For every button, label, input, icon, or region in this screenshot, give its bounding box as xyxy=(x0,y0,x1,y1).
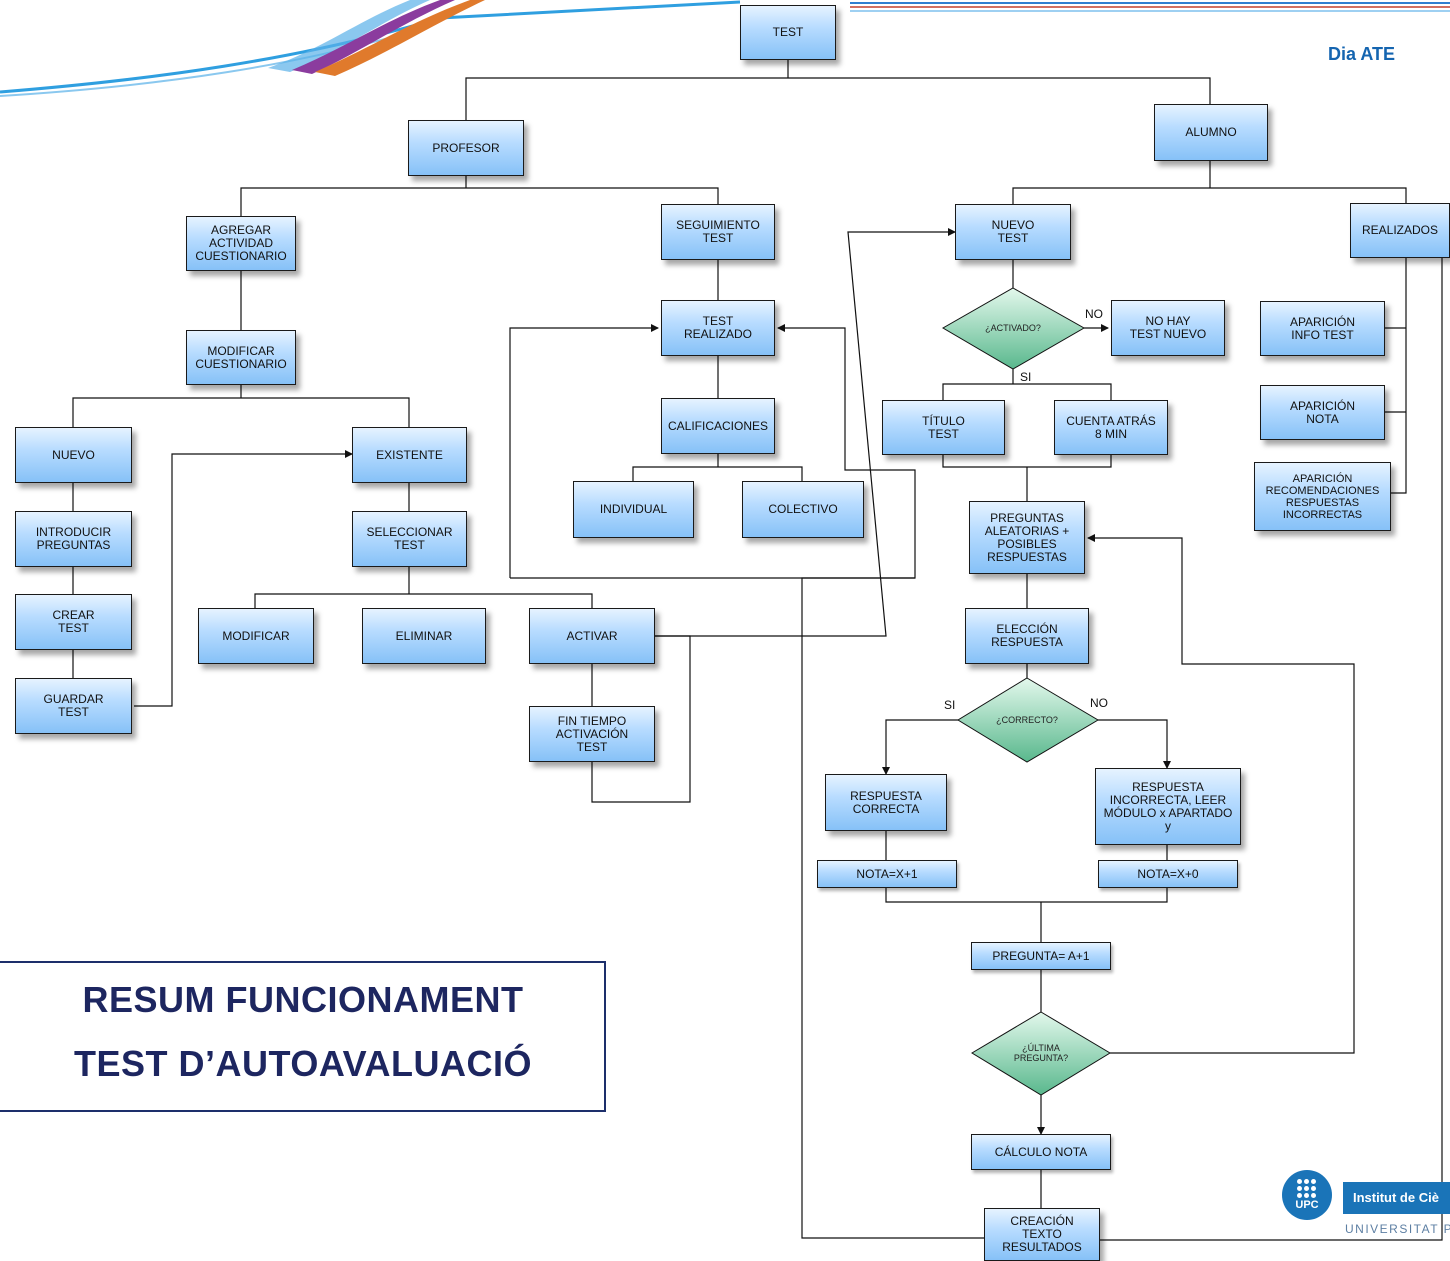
edge-label-si-activado: SI xyxy=(1020,370,1032,384)
decision-activado-diamond xyxy=(942,287,1086,370)
node-creacion-texto-resultados: CREACIÓN TEXTO RESULTADOS xyxy=(984,1208,1100,1261)
node-crear-test: CREAR TEST xyxy=(15,594,132,650)
banner-title-line2: TEST D’AUTOAVALUACIÓ xyxy=(74,1043,532,1084)
decision-correcto-diamond xyxy=(957,677,1099,763)
node-eleccion-respuesta: ELECCIÓN RESPUESTA xyxy=(965,608,1089,664)
institute-label: Institut de Ciè xyxy=(1353,1190,1439,1205)
node-calificaciones: CALIFICACIONES xyxy=(661,398,775,454)
node-guardar-test: GUARDAR TEST xyxy=(15,678,132,734)
node-modificar: MODIFICAR xyxy=(198,608,314,664)
node-nuevo-test: NUEVO TEST xyxy=(955,204,1071,260)
upc-logo-text: UPC xyxy=(1295,1199,1319,1211)
edge-label-no-activado: NO xyxy=(1085,307,1103,321)
upc-logo-dots-icon xyxy=(1295,1179,1319,1199)
node-introducir-preguntas: INTRODUCIR PREGUNTAS xyxy=(15,511,132,567)
node-seguimiento-test: SEGUIMIENTO TEST xyxy=(661,204,775,260)
node-pregunta-a-plus-1: PREGUNTA= A+1 xyxy=(971,942,1111,970)
summary-banner: RESUM FUNCIONAMENT TEST D’AUTOAVALUACIÓ xyxy=(0,961,606,1112)
node-respuesta-correcta: RESPUESTA CORRECTA xyxy=(825,774,947,831)
node-aparicion-recomendaciones: APARICIÓN RECOMENDACIONES RESPUESTAS INC… xyxy=(1254,462,1391,531)
university-label: UNIVERSITAT PO xyxy=(1345,1222,1450,1236)
node-aparicion-nota: APARICIÓN NOTA xyxy=(1260,385,1385,440)
node-nota-x-plus-0: NOTA=X+0 xyxy=(1098,860,1238,888)
node-eliminar: ELIMINAR xyxy=(362,608,486,664)
node-colectivo: COLECTIVO xyxy=(742,481,864,538)
node-cuenta-atras: CUENTA ATRÁS 8 MIN xyxy=(1054,400,1168,455)
node-activar: ACTIVAR xyxy=(529,608,655,664)
decision-ultima-diamond xyxy=(971,1011,1111,1096)
node-aparicion-info-test: APARICIÓN INFO TEST xyxy=(1260,301,1385,356)
node-seleccionar-test: SELECCIONAR TEST xyxy=(352,511,467,567)
node-nuevo: NUEVO xyxy=(15,427,132,483)
upc-logo: UPC xyxy=(1282,1170,1332,1220)
node-test: TEST xyxy=(740,5,836,60)
node-nota-x-plus-1: NOTA=X+1 xyxy=(817,860,957,888)
header-swoosh-graphic xyxy=(0,0,1450,97)
node-alumno: ALUMNO xyxy=(1154,104,1268,161)
node-existente: EXISTENTE xyxy=(352,427,467,483)
node-fin-tiempo-activacion: FIN TIEMPO ACTIVACIÓN TEST xyxy=(529,706,655,762)
banner-title-line1: RESUM FUNCIONAMENT xyxy=(82,979,524,1020)
institute-band: Institut de Ciè xyxy=(1343,1182,1450,1214)
node-respuesta-incorrecta: RESPUESTA INCORRECTA, LEER MÓDULO x APAR… xyxy=(1095,768,1241,845)
node-test-realizado: TEST REALIZADO xyxy=(661,300,775,356)
node-profesor: PROFESOR xyxy=(408,120,524,176)
node-individual: INDIVIDUAL xyxy=(573,481,694,538)
node-agregar-actividad: AGREGAR ACTIVIDAD CUESTIONARIO xyxy=(186,216,296,271)
node-calculo-nota: CÁLCULO NOTA xyxy=(971,1134,1111,1170)
node-no-hay-test-nuevo: NO HAY TEST NUEVO xyxy=(1111,300,1225,356)
edge-label-no-correcto: NO xyxy=(1090,696,1108,710)
node-modificar-cuestionario: MODIFICAR CUESTIONARIO xyxy=(186,330,296,385)
node-preguntas-aleatorias: PREGUNTAS ALEATORIAS + POSIBLES RESPUEST… xyxy=(969,501,1085,574)
edge-label-si-correcto: SI xyxy=(944,698,956,712)
event-label: Dia ATE xyxy=(1328,44,1396,64)
node-realizados: REALIZADOS xyxy=(1350,203,1450,258)
node-titulo-test: TÍTULO TEST xyxy=(882,400,1005,455)
